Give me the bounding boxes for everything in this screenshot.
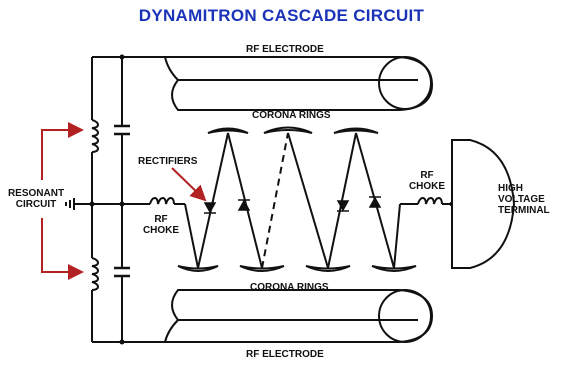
corona-rings-top [207, 126, 379, 134]
resonant-coil-top [91, 119, 99, 153]
label-hv-line1: HIGH [498, 183, 523, 194]
label-rf-choke-right-line2: CHOKE [408, 181, 446, 192]
label-hv-line3: TERMINAL [498, 205, 550, 216]
cascade-dashed-segment [261, 132, 289, 269]
ground-symbol [65, 198, 150, 210]
label-resonant-line2: CIRCUIT [15, 199, 57, 210]
corona-rings-bottom [177, 265, 417, 272]
label-rf-choke-right-line1: RF [420, 170, 434, 181]
rf-electrode-top [163, 56, 434, 111]
rf-electrode-bottom [163, 289, 434, 343]
rf-choke-right [400, 197, 452, 205]
label-hv-line2: VOLTAGE [498, 194, 545, 205]
label-corona-rings-bottom: CORONA RINGS [250, 282, 329, 293]
label-rf-choke-left-line2: CHOKE [142, 225, 180, 236]
label-resonant-line1: RESONANT [7, 188, 65, 199]
label-hv-terminal: HIGH VOLTAGE TERMINAL [498, 183, 550, 216]
rectifier-diodes [203, 196, 382, 214]
label-rf-electrode-top: RF ELECTRODE [246, 44, 324, 55]
label-rectifiers: RECTIFIERS [138, 156, 198, 167]
label-rf-choke-right: RF CHOKE [402, 170, 452, 192]
resonant-coil-bottom [91, 257, 99, 291]
rectifier-arrow [171, 167, 207, 202]
cascade-chain [184, 132, 401, 269]
label-corona-rings-top: CORONA RINGS [252, 110, 331, 121]
label-rf-choke-left-line1: RF [154, 214, 168, 225]
label-rf-choke-left: RF CHOKE [136, 214, 186, 236]
resonant-bracket [41, 122, 84, 280]
capacitor-top [114, 124, 130, 136]
label-resonant-circuit: RESONANT CIRCUIT [5, 188, 67, 210]
label-rf-electrode-bottom: RF ELECTRODE [246, 349, 324, 360]
diagram-title: DYNAMITRON CASCADE CIRCUIT [138, 6, 425, 25]
capacitor-bottom [114, 266, 130, 278]
hv-terminal-dome [451, 139, 516, 269]
rf-choke-left [149, 197, 185, 205]
